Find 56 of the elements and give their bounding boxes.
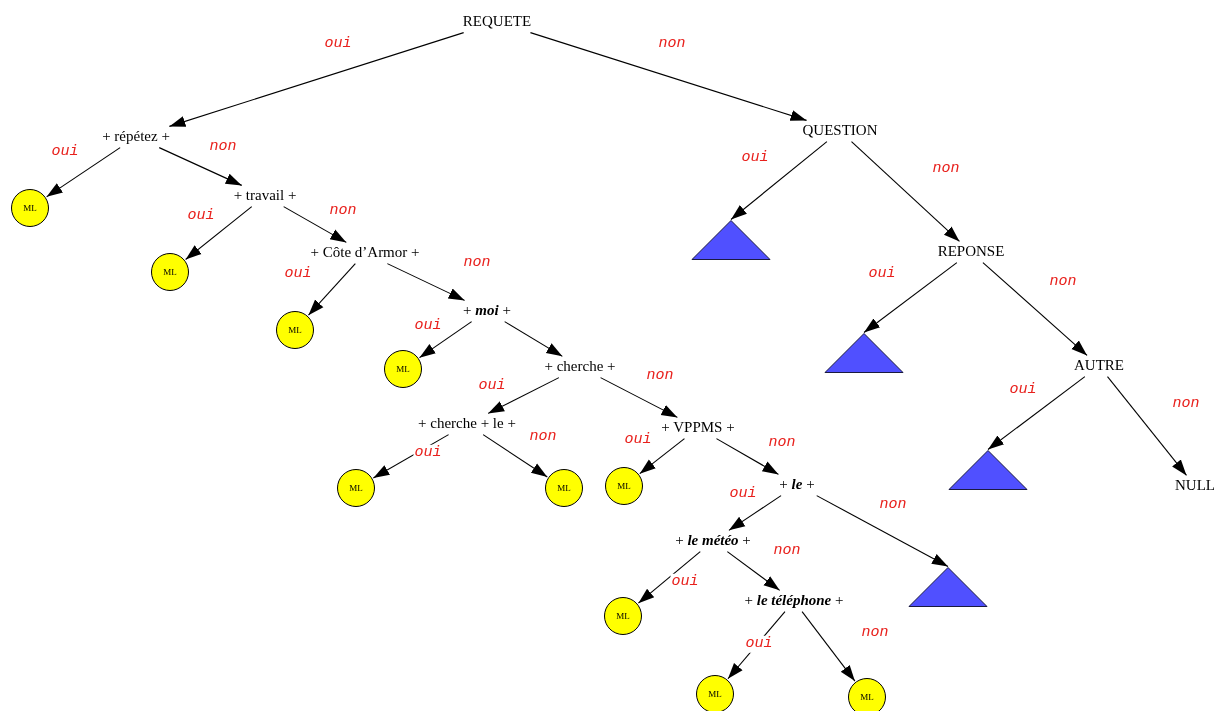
arrow (600, 377, 678, 418)
arrow (726, 551, 781, 591)
arrow (185, 206, 253, 261)
arrow (730, 141, 828, 221)
tree-node-label: + cherche + le + (417, 415, 517, 433)
arrow (982, 262, 1088, 356)
arrow (307, 263, 356, 316)
tree-node-label: REPONSE (936, 243, 1006, 261)
leaf-circle: ML (11, 189, 49, 227)
subtree-triangle (824, 332, 904, 374)
arrow (283, 206, 347, 243)
edge-label: oui (744, 635, 774, 653)
arrow (386, 263, 466, 301)
tree-node-label: + cherche + (543, 358, 617, 376)
arrow (504, 321, 563, 357)
arrow (529, 32, 808, 121)
tree-node-label: + le téléphone + (743, 592, 845, 610)
leaf-circle: ML (605, 467, 643, 505)
leaf-circle: ML (545, 469, 583, 507)
tree-node-label: REQUETE (461, 13, 533, 31)
leaf-circle: ML (337, 469, 375, 507)
arrow (715, 438, 780, 475)
arrow (987, 376, 1086, 451)
tree-node-label: + le + (778, 476, 816, 494)
tree-node-label: + répétez + (101, 128, 171, 146)
tree-node-label: AUTRE (1073, 357, 1125, 375)
arrow (639, 438, 685, 475)
arrow (816, 495, 949, 568)
arrow (487, 377, 560, 414)
arrow (46, 147, 121, 198)
tree-node-label: + travail + (232, 187, 298, 205)
arrow (168, 32, 465, 127)
tree-node-label: QUESTION (801, 122, 879, 140)
arrow (482, 434, 548, 478)
arrow (158, 147, 243, 186)
arrow (418, 321, 473, 359)
subtree-triangle (948, 449, 1028, 491)
subtree-triangle (691, 219, 771, 261)
tree-node-label: + VPPMS + (660, 419, 736, 437)
arrow (637, 551, 701, 604)
arrow (1106, 376, 1188, 476)
tree-node-label: + moi + (462, 302, 512, 320)
subtree-triangle (908, 566, 988, 608)
leaf-circle: ML (384, 350, 422, 388)
tree-node-label: NULL (1174, 477, 1216, 495)
arrow (728, 495, 782, 531)
tree-node-label: + le météo + (674, 532, 752, 550)
tree-node-label: + Côte d’Armor + (309, 244, 421, 262)
leaf-circle: ML (604, 597, 642, 635)
leaf-circle: ML (848, 678, 886, 711)
arrow (801, 611, 856, 682)
arrow (850, 141, 961, 242)
arrow (863, 262, 958, 334)
leaf-circle: ML (696, 675, 734, 711)
leaf-circle: ML (151, 253, 189, 291)
leaf-circle: ML (276, 311, 314, 349)
